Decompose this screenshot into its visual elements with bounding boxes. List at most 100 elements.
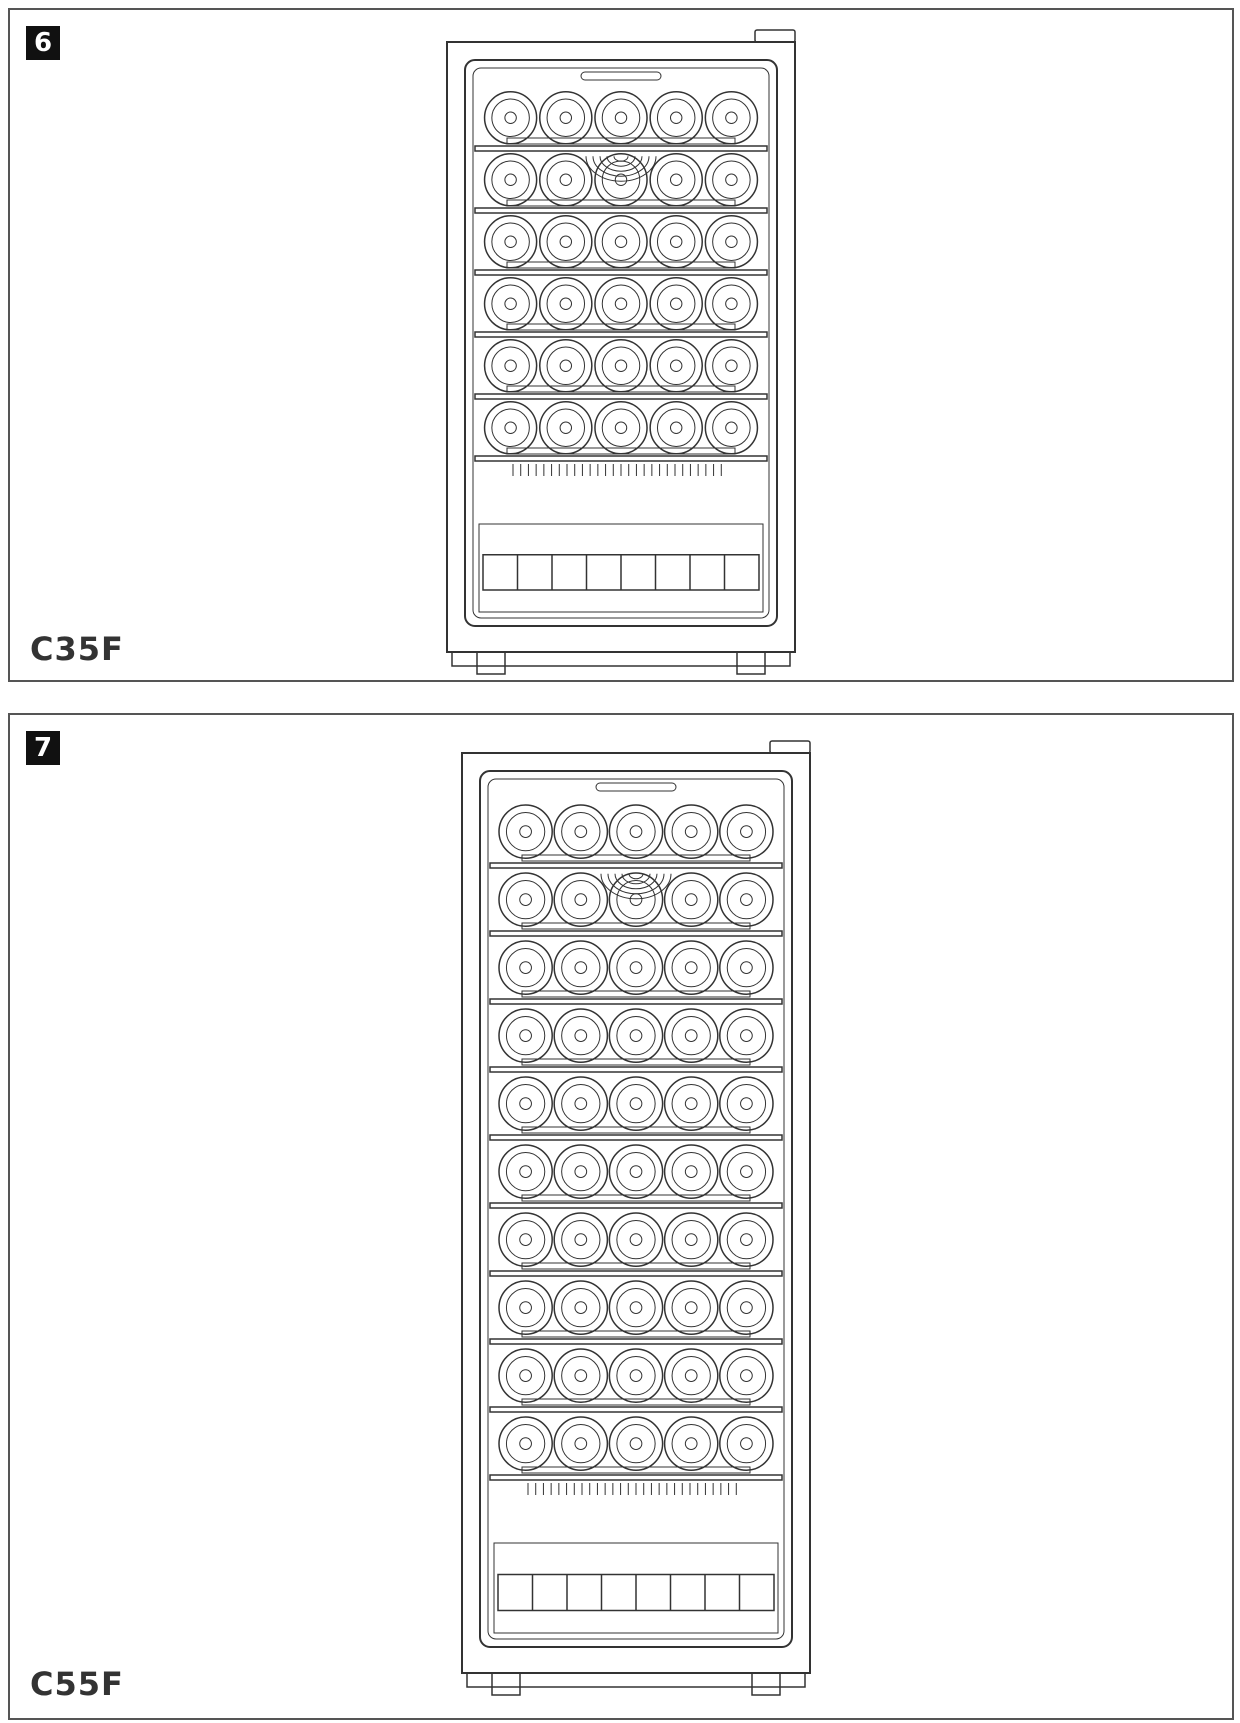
bottle-neck: [685, 1030, 697, 1042]
shelf-rail: [490, 1203, 782, 1208]
bottle-neck: [630, 1234, 642, 1246]
bottle-neck: [726, 422, 737, 433]
light-strip: [581, 72, 661, 80]
bottle-ring: [562, 1220, 600, 1258]
bottle-ring: [617, 1152, 655, 1190]
bottle-neck: [741, 1234, 753, 1246]
bottle-ring: [657, 409, 694, 446]
bottle-ring: [492, 99, 529, 136]
bottle-ring: [506, 1424, 544, 1462]
bottle-ring: [672, 1220, 710, 1258]
fan-grille-arc: [586, 156, 656, 181]
bottle-outer: [720, 1077, 773, 1130]
bottle-neck: [520, 1438, 532, 1450]
bottle-outer: [540, 154, 592, 206]
bottle-ring: [672, 1016, 710, 1054]
bottle-outer: [540, 278, 592, 330]
bottle-ring: [713, 347, 750, 384]
bottle-ring: [562, 1424, 600, 1462]
bottle-outer: [720, 1213, 773, 1266]
bottle-neck: [520, 1166, 532, 1178]
shelf-rail: [475, 270, 767, 275]
bottle-neck: [575, 962, 587, 974]
bottle-neck: [630, 894, 642, 906]
bottle-outer: [554, 1077, 607, 1130]
bottle-ring: [727, 1016, 765, 1054]
bottle-ring: [672, 1356, 710, 1394]
bottle-outer: [609, 1145, 662, 1198]
bottle-ring: [713, 161, 750, 198]
bottle-ring: [727, 1152, 765, 1190]
door-glass: [473, 68, 769, 618]
bottle-outer: [650, 402, 702, 454]
bottle-ring: [562, 1356, 600, 1394]
bottle-neck: [630, 1302, 642, 1314]
bottle-ring: [506, 1356, 544, 1394]
shelf-front-bar: [507, 138, 735, 144]
bottle-neck: [741, 894, 753, 906]
fan-grille-arc: [615, 874, 657, 889]
bottle-ring: [547, 161, 584, 198]
shelf-rail: [475, 394, 767, 399]
bottle-ring: [672, 1152, 710, 1190]
bottle-outer: [540, 402, 592, 454]
bottle-outer: [609, 1349, 662, 1402]
bottle-ring: [492, 161, 529, 198]
bottle-neck: [560, 360, 571, 371]
hinge-cap: [770, 741, 810, 753]
bottle-outer: [595, 340, 647, 392]
bottle-outer: [609, 941, 662, 994]
bottle-neck: [520, 826, 532, 838]
bottle-neck: [560, 298, 571, 309]
door-frame: [480, 771, 792, 1647]
bottle-ring: [562, 1084, 600, 1122]
bottle-outer: [499, 1213, 552, 1266]
shelf-front-bar: [507, 200, 735, 206]
bottle-outer: [705, 92, 757, 144]
shelf-front-bar: [507, 386, 735, 392]
bottle-outer: [665, 1145, 718, 1198]
bottle-ring: [506, 880, 544, 918]
bottle-ring: [617, 1084, 655, 1122]
bottle-neck: [741, 962, 753, 974]
bottle-neck: [575, 894, 587, 906]
bottle-ring: [506, 1016, 544, 1054]
bottle-neck: [741, 1166, 753, 1178]
bottle-ring: [547, 285, 584, 322]
base-plinth: [467, 1673, 805, 1687]
wine-cooler-drawing-c55f: [10, 715, 1236, 1722]
shelf-front-bar: [522, 1195, 750, 1201]
bottle-neck: [615, 422, 626, 433]
shelf-front-bar: [522, 1127, 750, 1133]
bottle-ring: [727, 1084, 765, 1122]
bottle-ring: [617, 948, 655, 986]
bottle-outer: [554, 873, 607, 926]
bottle-ring: [602, 285, 639, 322]
shelf-rail: [475, 208, 767, 213]
bottle-outer: [609, 1213, 662, 1266]
fan-grille-arc: [593, 156, 649, 176]
foot-right: [737, 652, 765, 674]
bottle-outer: [554, 1145, 607, 1198]
bottle-outer: [485, 92, 537, 144]
bottle-outer: [650, 216, 702, 268]
shelf-rail: [490, 931, 782, 936]
figure-panel-6: 6 C35F: [8, 8, 1234, 682]
bottle-ring: [506, 1288, 544, 1326]
bottle-neck: [670, 112, 681, 123]
bottle-neck: [575, 1098, 587, 1110]
bottle-neck: [741, 1030, 753, 1042]
bottle-ring: [602, 99, 639, 136]
bottle-ring: [506, 948, 544, 986]
bottle-neck: [520, 894, 532, 906]
bottle-outer: [609, 805, 662, 858]
bottle-ring: [713, 285, 750, 322]
bottle-neck: [741, 1302, 753, 1314]
bottle-ring: [617, 1288, 655, 1326]
bottle-ring: [492, 285, 529, 322]
bottle-outer: [595, 216, 647, 268]
bottle-neck: [505, 422, 516, 433]
bottle-outer: [720, 873, 773, 926]
bottle-neck: [741, 1098, 753, 1110]
bottle-neck: [685, 1438, 697, 1450]
